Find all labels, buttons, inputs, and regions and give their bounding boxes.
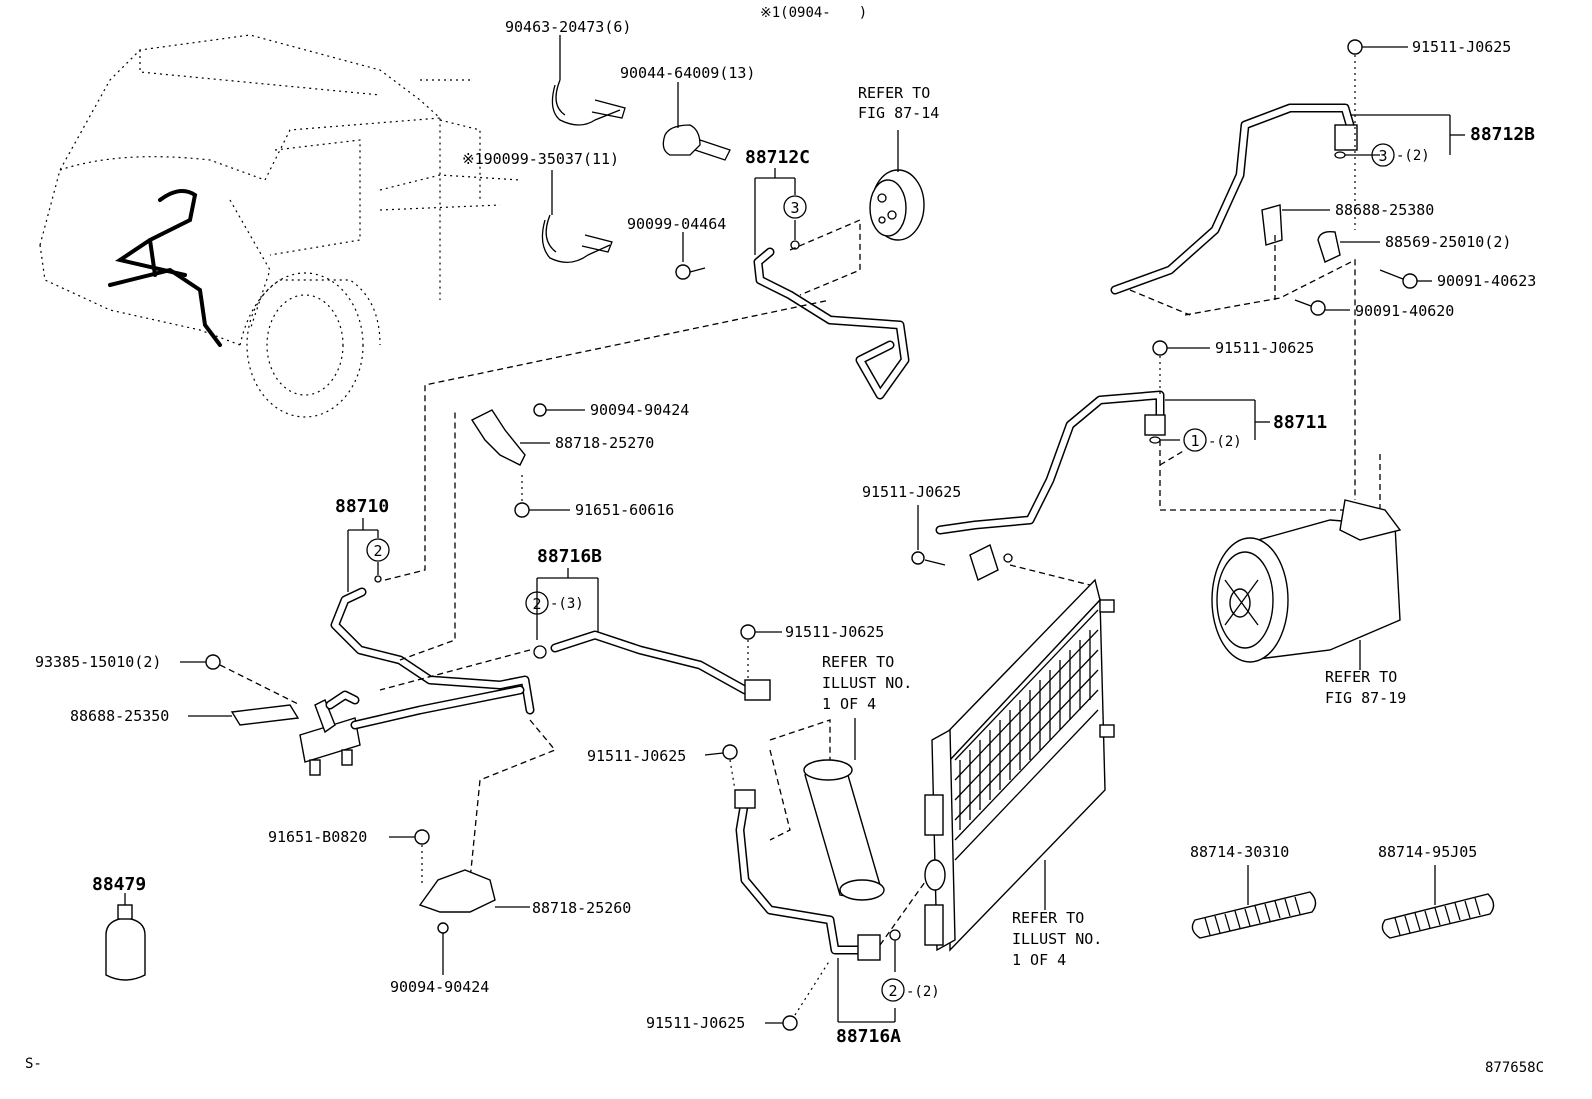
band-clamp-90044 [662, 82, 731, 161]
hose-88712b [1110, 103, 1465, 295]
label-93385-15010: 93385-15010(2) [35, 653, 161, 671]
bracket-88718-25260 [418, 869, 530, 913]
corner-text-left: S- [25, 1056, 42, 1072]
label-90091-40623: 90091-40623 [1437, 272, 1536, 290]
band-clamp-90099 [541, 170, 613, 263]
label-88714-95j05: 88714-95J05 [1378, 843, 1477, 861]
receiver-dryer [803, 718, 885, 901]
label-88718-25260: 88718-25260 [532, 899, 631, 917]
svg-text:3: 3 [790, 199, 799, 217]
bolt-91511-dry [704, 744, 738, 791]
hose-88711 [935, 390, 1270, 535]
label-90091-40620: 90091-40620 [1355, 302, 1454, 320]
bolt-90091-40623 [1379, 269, 1432, 289]
label-88688-25380: 88688-25380 [1335, 201, 1434, 219]
header-note: ※1(0904- ) [760, 5, 867, 21]
label-88712c: 88712C [745, 147, 810, 168]
label-91651-60616: 91651-60616 [575, 501, 674, 519]
label-refer-illust2-line3: 1 OF 4 [1012, 951, 1066, 969]
label-88712b: 88712B [1470, 124, 1535, 145]
bolt-91651-60616 [514, 475, 570, 518]
bracket-88688-25380 [1261, 204, 1330, 246]
label-refer-fig-87-14-line1: REFER TO [858, 84, 930, 102]
label-88711: 88711 [1273, 412, 1327, 433]
callout-circle-2c: 2 [881, 978, 905, 1002]
compressor-port-ref-87-14 [869, 130, 925, 241]
hose-88716a [734, 789, 901, 1023]
label-88479: 88479 [92, 874, 146, 895]
callout-circle-3b: 3 [1371, 143, 1395, 167]
label-88718-25270: 88718-25270 [555, 434, 654, 452]
label-90094-90424-bottom: 90094-90424 [390, 978, 489, 996]
label-qty-2-3: -(3) [550, 596, 584, 612]
label-qty-3-2: -(2) [1396, 148, 1430, 164]
expansion-block [299, 685, 525, 776]
label-91511-j0625-lower: 91511-J0625 [862, 483, 961, 501]
label-refer-fig-87-19-line2: FIG 87-19 [1325, 689, 1406, 707]
bolt-93385 [180, 654, 301, 706]
label-refer-fig-87-19-line1: REFER TO [1325, 668, 1397, 686]
svg-text:2: 2 [532, 595, 541, 613]
oil-bottle-88479 [105, 893, 146, 981]
label-qty-2-2: -(2) [906, 984, 940, 1000]
label-91511-j0625-top: 91511-J0625 [1412, 38, 1511, 56]
label-refer-illust-line3: 1 OF 4 [822, 695, 876, 713]
label-90099-35037: ※190099-35037(11) [462, 150, 619, 168]
label-88710: 88710 [335, 496, 389, 517]
callout-circle-1: 1 [1183, 428, 1207, 452]
label-91511-j0625-dry: 91511-J0625 [587, 747, 686, 765]
svg-text:3: 3 [1378, 147, 1387, 165]
label-88714-30310: 88714-30310 [1190, 843, 1289, 861]
label-qty-1-2: -(2) [1208, 434, 1242, 450]
label-90463-20473: 90463-20473(6) [505, 18, 631, 36]
label-88569-25010: 88569-25010(2) [1385, 233, 1511, 251]
compressor [1211, 499, 1402, 670]
hose-88716b [533, 568, 771, 701]
bolt-91511-bottom [765, 959, 831, 1031]
band-clamp-90463 [551, 35, 626, 126]
bracket-88688-25350 [188, 704, 300, 726]
svg-text:2: 2 [373, 542, 382, 560]
label-refer-illust2-line2: ILLUST NO. [1012, 930, 1102, 948]
label-refer-fig-87-14-line2: FIG 87-14 [858, 104, 939, 122]
label-88688-25350: 88688-25350 [70, 707, 169, 725]
bolt-91511-cond [740, 624, 782, 680]
label-refer-illust-line2: ILLUST NO. [822, 674, 912, 692]
condenser [924, 578, 1115, 952]
insulator-88714-30310 [1191, 865, 1317, 939]
callout-circle-3a: 3 [783, 195, 807, 219]
label-90099-04464: 90099-04464 [627, 215, 726, 233]
svg-text:2: 2 [888, 982, 897, 1000]
condenser-fins [954, 629, 1099, 861]
diagram-id: 877658C [1485, 1060, 1544, 1076]
label-91511-j0625-cond: 91511-J0625 [785, 623, 884, 641]
bolt-91651-B0820 [389, 829, 430, 885]
bolt-90094-top [533, 403, 585, 417]
condenser-fitting [911, 505, 1091, 586]
label-88716b: 88716B [537, 546, 602, 567]
label-refer-illust-line1: REFER TO [822, 653, 894, 671]
svg-text:1: 1 [1190, 432, 1199, 450]
label-91511-j0625-bottom: 91511-J0625 [646, 1014, 745, 1032]
bolt-90094-bottom [437, 922, 449, 975]
label-88716a: 88716A [836, 1026, 901, 1047]
bolt-90099-04464 [675, 232, 706, 280]
bolt-91511-mid [1152, 340, 1210, 395]
bolt-91511-top [1347, 39, 1408, 230]
hose-88712c [753, 168, 910, 400]
label-91651-b0820: 91651-B0820 [268, 828, 367, 846]
callout-circle-2a: 2 [366, 538, 390, 562]
vehicle-outline [39, 34, 521, 418]
clamp-88569 [1317, 230, 1380, 263]
insulator-88714-95J05 [1381, 865, 1495, 939]
bracket-88718-25270 [470, 409, 550, 466]
label-90094-90424-top: 90094-90424 [590, 401, 689, 419]
callout-circle-2b: 2 [525, 591, 549, 615]
label-refer-illust2-line1: REFER TO [1012, 909, 1084, 927]
bolt-90091-40620 [1294, 299, 1350, 316]
label-91511-j0625-mid: 91511-J0625 [1215, 339, 1314, 357]
label-90044-64009: 90044-64009(13) [620, 64, 755, 82]
hose-88710 [330, 518, 535, 715]
